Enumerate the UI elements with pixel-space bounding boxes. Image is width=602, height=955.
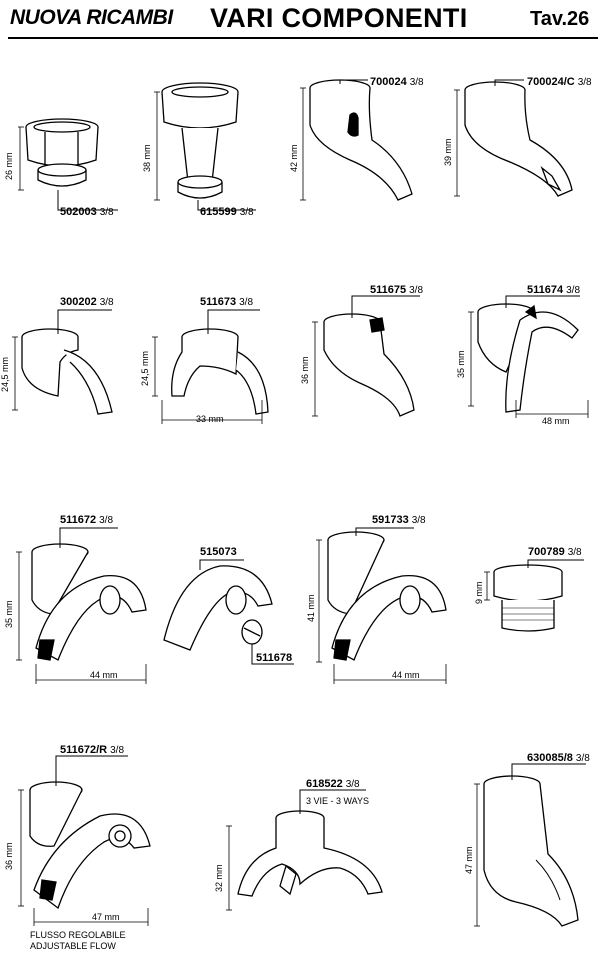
part-300202-drawing (12, 309, 113, 415)
part-511672r-drawing (18, 755, 151, 926)
part-618522-drawing (226, 789, 383, 911)
table-number: Tav.26 (530, 8, 590, 30)
dim-511673-height: 24,5 mm (140, 350, 150, 386)
page-title: VARI COMPONENTI (210, 3, 468, 33)
header-rule (8, 37, 598, 39)
dim-511674-width: 48 mm (542, 416, 570, 426)
part-511678-drawing (241, 619, 294, 665)
part-700024c-drawing (454, 79, 573, 197)
part-630085-drawing (474, 763, 586, 927)
part-502003-drawing (18, 118, 118, 211)
dim-630085-height: 47 mm (464, 846, 474, 874)
part-code-515073: 515073 (200, 546, 237, 558)
page-header: NUOVA RICAMBI VARI COMPONENTI Tav.26 (0, 0, 602, 42)
part-511675-drawing (312, 295, 420, 417)
dim-615599-height: 38 mm (142, 144, 152, 172)
dim-511674-height: 35 mm (456, 350, 466, 378)
dim-511672-height: 35 mm (4, 600, 14, 628)
dim-700024c-height: 39 mm (443, 138, 453, 166)
part-511672-drawing (16, 527, 147, 684)
dim-591733-width: 44 mm (392, 670, 420, 680)
part-700789-drawing (484, 559, 584, 632)
part-515073-drawing (163, 559, 273, 651)
dim-502003-height: 26 mm (4, 152, 14, 180)
dim-618522-height: 32 mm (214, 864, 224, 892)
dim-511672r-height: 36 mm (4, 842, 14, 870)
dim-511672r-width: 47 mm (92, 912, 120, 922)
part-615599-drawing (154, 82, 256, 211)
part-511673-drawing (152, 309, 269, 424)
dim-591733-height: 41 mm (306, 594, 316, 622)
note-618522: 3 VIE - 3 WAYS (306, 796, 370, 806)
dim-300202-height: 24,5 mm (0, 356, 10, 392)
dim-511675-height: 36 mm (300, 356, 310, 384)
dim-511673-width: 33 mm (196, 414, 224, 424)
dim-700024-height: 42 mm (289, 144, 299, 172)
dim-511672-width: 44 mm (90, 670, 118, 680)
part-511674-drawing (468, 295, 589, 418)
part-code-511678: 511678 (256, 652, 293, 664)
part-591733-drawing (316, 527, 447, 684)
part-700024-drawing (300, 79, 413, 201)
brand-logo: NUOVA RICAMBI (10, 6, 173, 29)
dim-700789-height: 9 mm (474, 581, 484, 605)
